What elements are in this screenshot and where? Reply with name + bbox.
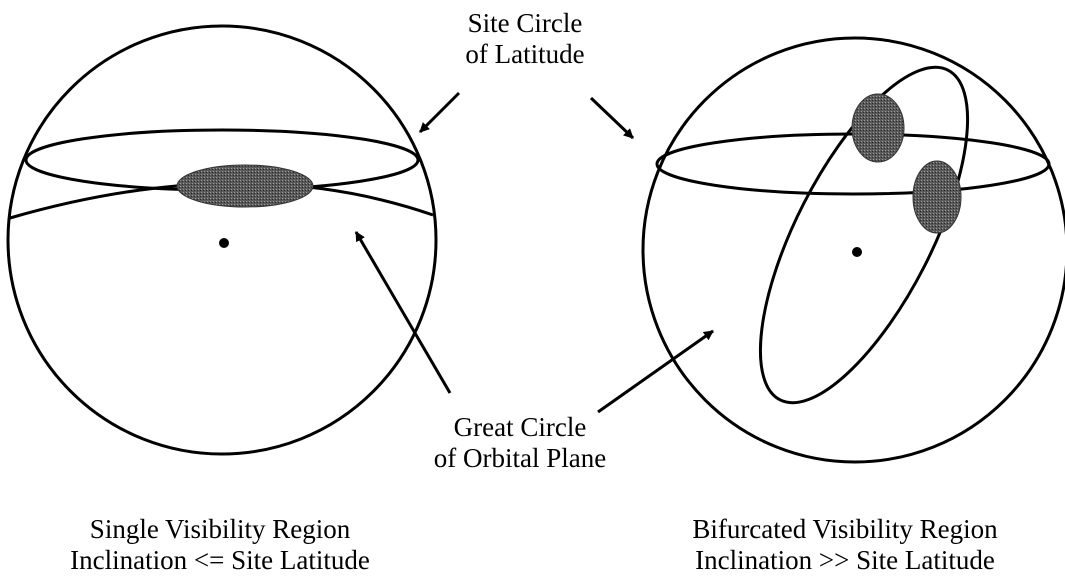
right-caption: Bifurcated Visibility Region Inclination… bbox=[635, 514, 1055, 576]
right-orbital-great-circle bbox=[758, 65, 970, 405]
right-caption-line1: Bifurcated Visibility Region bbox=[692, 514, 998, 544]
site-circle-label-line2: of Latitude bbox=[465, 39, 585, 69]
great-circle-label: Great Circle of Orbital Plane bbox=[405, 412, 635, 474]
arrow-site-circle-left bbox=[418, 91, 461, 134]
arrow-great-circle-right bbox=[597, 329, 714, 414]
left-sphere-group bbox=[6, 24, 438, 456]
great-circle-label-line1: Great Circle bbox=[453, 412, 587, 442]
right-sphere-center-dot bbox=[852, 247, 862, 257]
right-site-circle bbox=[655, 132, 1051, 196]
left-caption-line1: Single Visibility Region bbox=[89, 514, 351, 544]
right-sphere-group bbox=[641, 36, 1065, 464]
callout-arrows bbox=[354, 91, 714, 414]
left-sphere-outline bbox=[6, 24, 438, 456]
left-sphere-center-dot bbox=[219, 238, 229, 248]
site-circle-label-line1: Site Circle bbox=[467, 8, 583, 38]
left-visibility-region bbox=[176, 164, 314, 208]
right-visibility-region-upper bbox=[851, 93, 905, 163]
right-visibility-region-lower bbox=[912, 160, 962, 234]
right-caption-line2: Inclination >> Site Latitude bbox=[695, 545, 995, 575]
right-sphere-outline bbox=[641, 36, 1065, 464]
left-caption-line2: Inclination <= Site Latitude bbox=[70, 545, 370, 575]
site-circle-label: Site Circle of Latitude bbox=[445, 8, 605, 70]
arrow-great-circle-left bbox=[354, 231, 452, 394]
left-caption: Single Visibility Region Inclination <= … bbox=[20, 514, 420, 576]
great-circle-label-line2: of Orbital Plane bbox=[433, 443, 607, 473]
arrow-site-circle-right bbox=[589, 96, 635, 140]
